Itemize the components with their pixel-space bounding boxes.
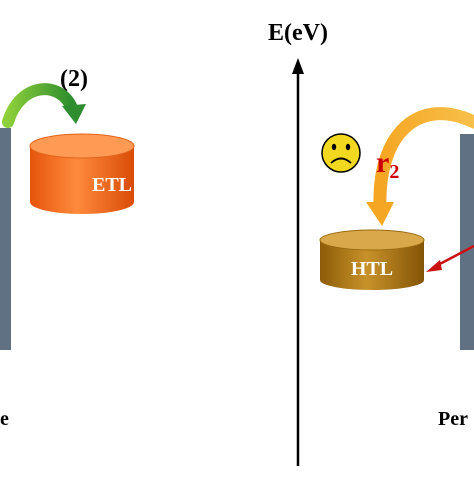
right-bottom-label: Per — [438, 408, 468, 430]
etl-cylinder — [29, 133, 135, 214]
sad-face-icon — [321, 133, 361, 173]
etl-label: ETL — [91, 174, 133, 196]
left-bottom-label: e — [0, 408, 9, 430]
left-electrode-bar — [0, 128, 11, 350]
rate-label-sub: 2 — [389, 161, 400, 183]
energy-axis-label: E(eV) — [268, 20, 328, 46]
right-electrode-bar — [460, 134, 474, 350]
htl-cylinder — [319, 229, 425, 290]
step-label: (2) — [60, 66, 88, 92]
htl-label: HTL — [350, 258, 394, 280]
red-arrow-icon — [426, 244, 474, 272]
rate-label: r2 — [376, 146, 399, 184]
rate-label-main: r — [376, 146, 390, 179]
orange-curved-arrow-icon — [366, 107, 474, 226]
energy-axis-arrowhead — [292, 58, 304, 74]
green-curved-arrow-icon — [2, 83, 86, 128]
